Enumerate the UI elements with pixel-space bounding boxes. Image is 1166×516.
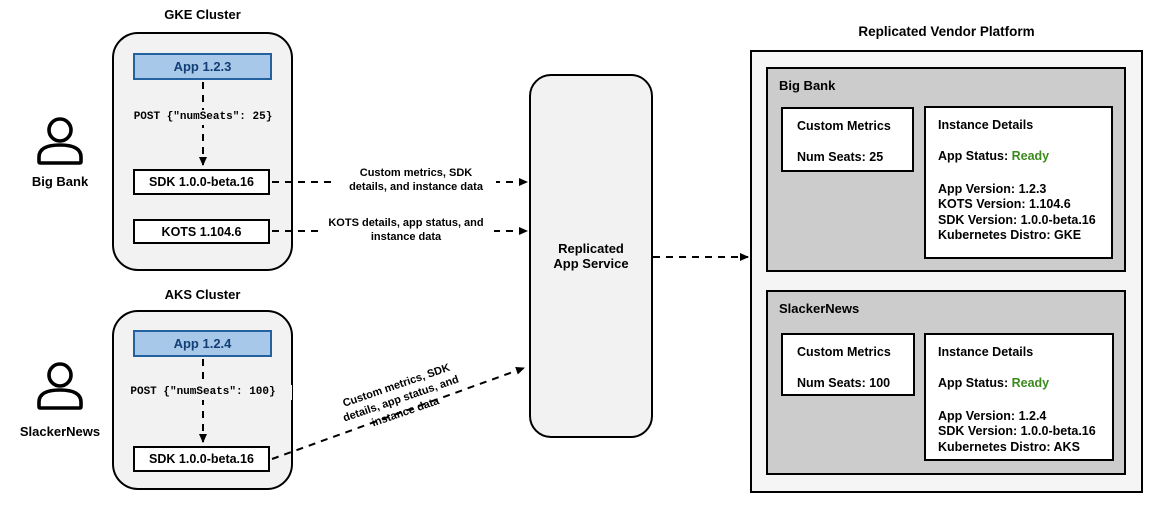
app-box-aks: App 1.2.4 <box>133 330 272 357</box>
num-seats-value: Num Seats: 100 <box>797 376 891 390</box>
custom-metrics-title: Custom Metrics <box>797 345 891 359</box>
app-status-value: Ready <box>1011 376 1050 390</box>
instance-details-box: Instance Details App Status: Ready App V… <box>924 333 1114 461</box>
gke-cluster-title: GKE Cluster <box>164 7 241 22</box>
kots-box-gke: KOTS 1.104.6 <box>133 219 270 244</box>
user-label-slackernews: SlackerNews <box>19 424 101 439</box>
instance-details-title: Instance Details <box>938 118 1034 132</box>
num-seats-value: Num Seats: 25 <box>797 150 884 164</box>
detail-line: SDK Version: 1.0.0-beta.16 <box>938 424 1096 439</box>
app-status-value: Ready <box>1011 149 1050 163</box>
instance-details-title: Instance Details <box>938 345 1034 359</box>
replicated-app-service-box: Replicated App Service <box>529 74 653 438</box>
detail-line: KOTS Version: 1.104.6 <box>938 197 1071 212</box>
app-status-line: App Status: Ready <box>938 149 1111 163</box>
post-payload-aks: POST {"numSeats": 100} <box>114 385 292 400</box>
app-status-label: App Status: <box>938 376 1012 390</box>
person-icon <box>35 361 85 411</box>
detail-line: Kubernetes Distro: GKE <box>938 228 1082 243</box>
sdk-box-gke: SDK 1.0.0-beta.16 <box>133 169 270 195</box>
instance-detail-lines: App Version: 1.2.3 KOTS Version: 1.104.6… <box>938 182 1111 244</box>
custom-metrics-box: Custom Metrics Num Seats: 25 <box>781 107 914 172</box>
person-icon <box>35 116 85 166</box>
user-label-big-bank: Big Bank <box>31 174 89 189</box>
sdk-arrow-label: Custom metrics, SDK details, and instanc… <box>336 166 496 194</box>
custom-metrics-box: Custom Metrics Num Seats: 100 <box>781 333 915 396</box>
customer-panel-big-bank: Big Bank Custom Metrics Num Seats: 25 In… <box>766 67 1126 272</box>
diagonal-arrow-label: Custom metrics, SDK details, app status,… <box>341 361 461 430</box>
post-payload-gke: POST {"numSeats": 25} <box>118 110 288 125</box>
customer-panel-slackernews: SlackerNews Custom Metrics Num Seats: 10… <box>766 290 1126 475</box>
kots-arrow-label: KOTS details, app status, and instance d… <box>318 216 494 244</box>
detail-line: Kubernetes Distro: AKS <box>938 439 1080 454</box>
app-box-gke: App 1.2.3 <box>133 53 272 80</box>
detail-line: SDK Version: 1.0.0-beta.16 <box>938 212 1096 227</box>
detail-line: App Version: 1.2.3 <box>938 182 1047 196</box>
custom-metrics-title: Custom Metrics <box>797 119 891 133</box>
instance-details-box: Instance Details App Status: Ready App V… <box>924 106 1113 259</box>
customer-name: SlackerNews <box>779 301 860 316</box>
instance-detail-lines: App Version: 1.2.4 SDK Version: 1.0.0-be… <box>938 409 1112 455</box>
detail-line: App Version: 1.2.4 <box>938 409 1047 423</box>
sdk-box-aks: SDK 1.0.0-beta.16 <box>133 446 270 472</box>
customer-name: Big Bank <box>779 78 836 93</box>
aks-cluster-title: AKS Cluster <box>164 287 241 302</box>
app-status-line: App Status: Ready <box>938 376 1112 390</box>
app-status-label: App Status: <box>938 149 1012 163</box>
platform-title: Replicated Vendor Platform <box>858 24 1035 39</box>
